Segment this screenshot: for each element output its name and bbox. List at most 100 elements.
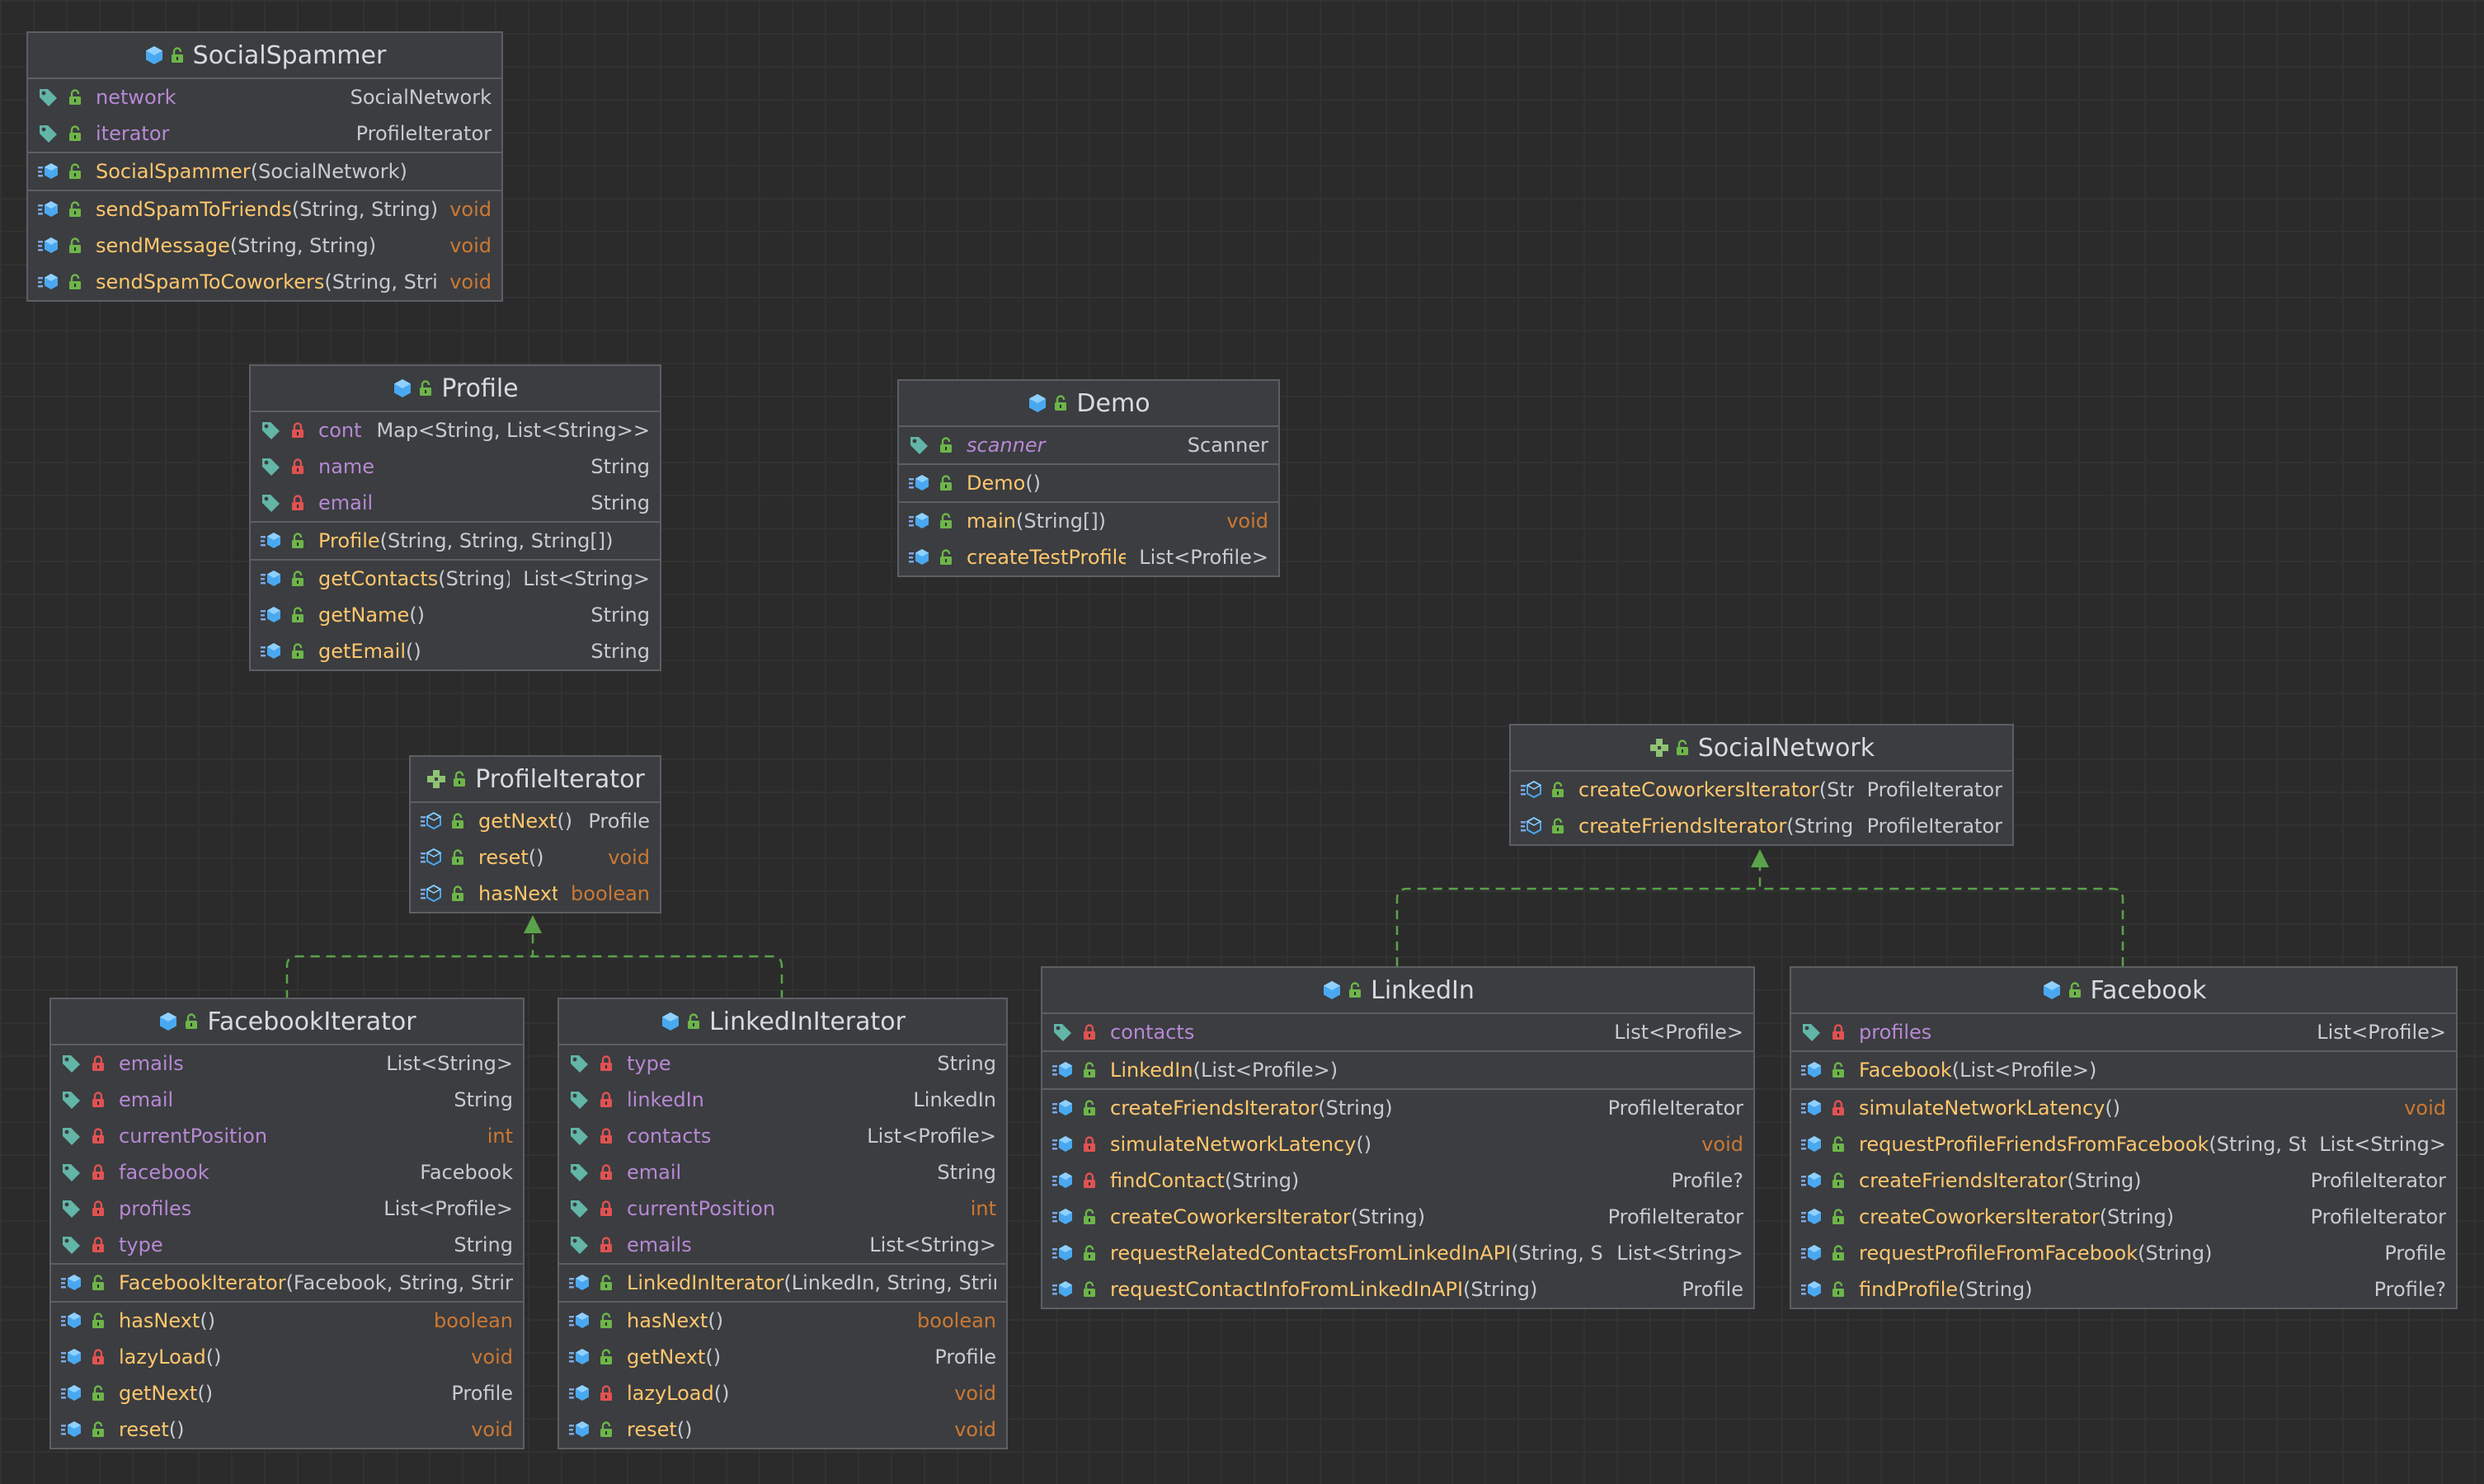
method-row[interactable]: createCoworkersIterator(String)ProfileIt…: [1042, 1199, 1753, 1235]
method-row[interactable]: requestProfileFromFacebook(String)Profil…: [1791, 1235, 2456, 1271]
method-row[interactable]: lazyLoad()void: [559, 1375, 1006, 1411]
field-name: currentPosition: [119, 1125, 268, 1148]
member-type: ProfileIterator: [355, 122, 492, 145]
method-row[interactable]: requestProfileFriendsFromFacebook(String…: [1791, 1126, 2456, 1162]
class-header[interactable]: LinkedIn: [1042, 968, 1753, 1014]
method-row[interactable]: simulateNetworkLatency()void: [1042, 1126, 1753, 1162]
member-kind: [567, 1382, 590, 1405]
method-row[interactable]: hasNext()boolean: [411, 876, 660, 912]
method-row[interactable]: main(String[])void: [899, 503, 1278, 539]
method-row[interactable]: requestRelatedContactsFromLinkedInAPI(St…: [1042, 1235, 1753, 1271]
class-header[interactable]: SocialSpammer: [28, 33, 501, 79]
method-name: getContacts: [318, 567, 439, 590]
method-row[interactable]: requestContactInfoFromLinkedInAPI(String…: [1042, 1271, 1753, 1308]
class-header[interactable]: FacebookIterator: [51, 999, 523, 1045]
visibility: [289, 641, 307, 662]
class-visibility: [452, 770, 467, 788]
public-lock-icon: [1084, 1281, 1095, 1297]
method-row[interactable]: reset()void: [559, 1411, 1006, 1448]
method-row[interactable]: simulateNetworkLatency()void: [1791, 1090, 2456, 1126]
method-row[interactable]: getNext()Profile: [559, 1339, 1006, 1375]
method-row[interactable]: createCoworkersIterator(String)ProfileIt…: [1511, 772, 2012, 808]
class-box-profile[interactable]: ProfilecontactsMap<String, List<String>>…: [249, 364, 661, 671]
class-header[interactable]: Facebook: [1791, 968, 2456, 1014]
class-header[interactable]: LinkedInIterator: [559, 999, 1006, 1045]
method-name: sendSpamToCoworkers: [96, 270, 325, 294]
method-row[interactable]: getContacts(String)List<String>: [251, 561, 660, 597]
method-row[interactable]: createFriendsIterator(String)ProfileIter…: [1791, 1162, 2456, 1199]
method-params: (String): [1786, 815, 1854, 838]
member-signature: simulateNetworkLatency(): [1859, 1097, 2391, 1120]
method-row[interactable]: findContact(String)Profile?: [1042, 1162, 1753, 1199]
method-row[interactable]: reset()void: [411, 839, 660, 876]
interface-icon: [427, 770, 446, 788]
member-kind: [259, 640, 282, 663]
method-row[interactable]: hasNext()boolean: [51, 1303, 523, 1339]
method-row[interactable]: lazyLoad()void: [51, 1339, 523, 1375]
constructor-row[interactable]: LinkedIn(List<Profile>): [1042, 1052, 1753, 1088]
constructor-row[interactable]: FacebookIterator(Facebook, String, Strin…: [51, 1265, 523, 1301]
method-row[interactable]: createFriendsIterator(String)ProfileIter…: [1042, 1090, 1753, 1126]
constructor-row[interactable]: LinkedInIterator(LinkedIn, String, Strin…: [559, 1265, 1006, 1301]
method-row[interactable]: createCoworkersIterator(String)ProfileIt…: [1791, 1199, 2456, 1235]
method-row[interactable]: findProfile(String)Profile?: [1791, 1271, 2456, 1308]
method-row[interactable]: sendSpamToFriends(String, String)void: [28, 191, 501, 228]
field-row[interactable]: contactsMap<String, List<String>>: [251, 412, 660, 448]
method-icon: [1052, 1172, 1072, 1188]
method-row[interactable]: getName()String: [251, 597, 660, 633]
method-icon: [569, 1313, 589, 1328]
method-row[interactable]: getNext()Profile: [411, 803, 660, 839]
method-row[interactable]: createTestProfiles()List<Profile>: [899, 539, 1278, 575]
method-row[interactable]: getNext()Profile: [51, 1375, 523, 1411]
method-name: hasNext: [478, 882, 558, 905]
realization-arrowhead: [1751, 849, 1769, 867]
class-header[interactable]: ProfileIterator: [411, 757, 660, 803]
method-row[interactable]: reset()void: [51, 1411, 523, 1448]
member-type: List<String>: [2319, 1133, 2446, 1156]
class-header[interactable]: SocialNetwork: [1511, 726, 2012, 772]
method-row[interactable]: sendSpamToCoworkers(String, String)void: [28, 264, 501, 300]
member-signature: createFriendsIterator(String): [1859, 1169, 2298, 1192]
constructor-row[interactable]: Facebook(List<Profile>): [1791, 1052, 2456, 1088]
class-header[interactable]: Demo: [899, 381, 1278, 427]
constructor-row[interactable]: SocialSpammer(SocialNetwork): [28, 153, 501, 190]
method-row[interactable]: sendMessage(String, String)void: [28, 228, 501, 264]
method-row[interactable]: getEmail()String: [251, 633, 660, 669]
method-row[interactable]: createFriendsIterator(String)ProfileIter…: [1511, 808, 2012, 844]
class-header[interactable]: Profile: [251, 366, 660, 412]
public-lock-icon: [69, 237, 81, 253]
member-type: void: [1226, 510, 1268, 533]
constructor-row[interactable]: Demo(): [899, 465, 1278, 501]
method-row[interactable]: hasNext()boolean: [559, 1303, 1006, 1339]
constructor-row[interactable]: Profile(String, String, String[]): [251, 523, 660, 559]
